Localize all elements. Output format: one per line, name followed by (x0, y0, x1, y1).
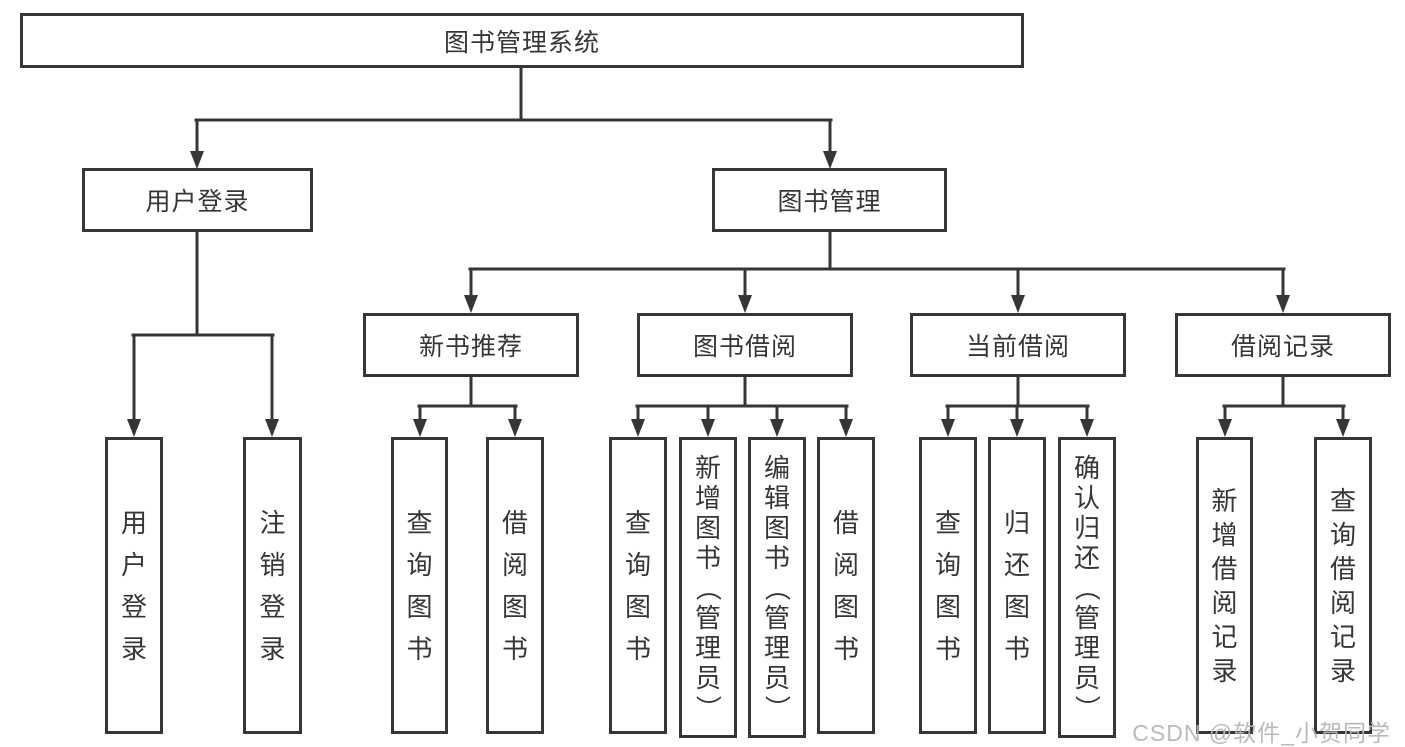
arrowhead (738, 295, 752, 313)
leaf-logout: 注销登录 (243, 437, 302, 734)
node-new-book-recommendation-label: 新书推荐 (418, 333, 523, 361)
node-book-borrowing: 图书借阅 (637, 313, 853, 377)
arrowhead (127, 419, 141, 437)
leaf-bb-edit-books-admin: 编辑图书（管理员） (748, 437, 806, 738)
arrowhead (823, 151, 837, 169)
leaf-br-add-record-label: 新增借阅记录 (1211, 485, 1238, 686)
arrowheads (127, 151, 1350, 437)
node-borrowing-records-label: 借阅记录 (1230, 333, 1335, 361)
connector-lines (131, 64, 1346, 423)
leaf-cb-return-books: 归还图书 (988, 437, 1046, 734)
leaf-bb-borrow-books-label: 借阅图书 (832, 507, 859, 664)
node-borrowing-records: 借阅记录 (1175, 313, 1391, 377)
watermark: CSDN @软件_小贺同学 (1132, 720, 1391, 746)
leaf-cb-query-books-label: 查询图书 (934, 507, 961, 664)
leaf-cb-return-books-label: 归还图书 (1003, 507, 1030, 664)
leaf-cb-confirm-return-admin-label: 确认归还（管理员） (1071, 452, 1102, 721)
arrowhead (1011, 295, 1025, 313)
leaf-bb-borrow-books: 借阅图书 (817, 437, 875, 734)
arrowhead (839, 419, 853, 437)
node-book-management: 图书管理 (712, 168, 947, 232)
leaf-logout-label: 注销登录 (259, 507, 286, 664)
node-user-login: 用户登录 (82, 168, 313, 232)
arrowhead (770, 419, 784, 437)
arrowhead (190, 151, 204, 169)
leaf-nbr-borrow-books: 借阅图书 (486, 437, 544, 734)
node-root-label: 图书管理系统 (443, 28, 600, 57)
arrowhead (508, 419, 522, 437)
leaf-user-login: 用户登录 (105, 437, 163, 734)
arrowhead (1010, 419, 1024, 437)
node-user-login-label: 用户登录 (145, 188, 250, 216)
leaf-nbr-query-books: 查询图书 (391, 437, 448, 734)
leaf-cb-query-books: 查询图书 (919, 437, 977, 734)
node-current-borrowing: 当前借阅 (910, 313, 1126, 377)
node-book-borrowing-label: 图书借阅 (692, 333, 797, 361)
leaf-nbr-borrow-books-label: 借阅图书 (501, 507, 528, 664)
arrowhead (265, 419, 279, 437)
arrowhead (1336, 419, 1350, 437)
leaf-br-add-record: 新增借阅记录 (1196, 437, 1253, 734)
node-current-borrowing-label: 当前借阅 (965, 333, 1070, 361)
arrowhead (631, 419, 645, 437)
leaf-br-query-record-label: 查询借阅记录 (1329, 485, 1356, 686)
arrowhead (941, 419, 955, 437)
node-book-management-label: 图书管理 (777, 188, 882, 216)
node-new-book-recommendation: 新书推荐 (363, 313, 579, 377)
leaf-bb-add-books-admin: 新增图书（管理员） (679, 437, 737, 738)
leaf-bb-query-books-label: 查询图书 (624, 507, 651, 664)
leaf-bb-edit-books-admin-label: 编辑图书（管理员） (761, 452, 792, 721)
leaf-bb-query-books: 查询图书 (609, 437, 667, 734)
node-root: 图书管理系统 (20, 13, 1024, 68)
leaf-bb-add-books-admin-label: 新增图书（管理员） (692, 452, 723, 721)
leaf-br-query-record: 查询借阅记录 (1314, 437, 1372, 734)
arrowhead (464, 295, 478, 313)
arrowhead (1080, 419, 1094, 437)
leaf-nbr-query-books-label: 查询图书 (406, 507, 433, 664)
arrowhead (1218, 419, 1232, 437)
leaf-user-login-label: 用户登录 (120, 507, 147, 664)
arrowhead (701, 419, 715, 437)
leaf-cb-confirm-return-admin: 确认归还（管理员） (1058, 437, 1116, 738)
arrowhead (413, 419, 427, 437)
arrowhead (1276, 295, 1290, 313)
